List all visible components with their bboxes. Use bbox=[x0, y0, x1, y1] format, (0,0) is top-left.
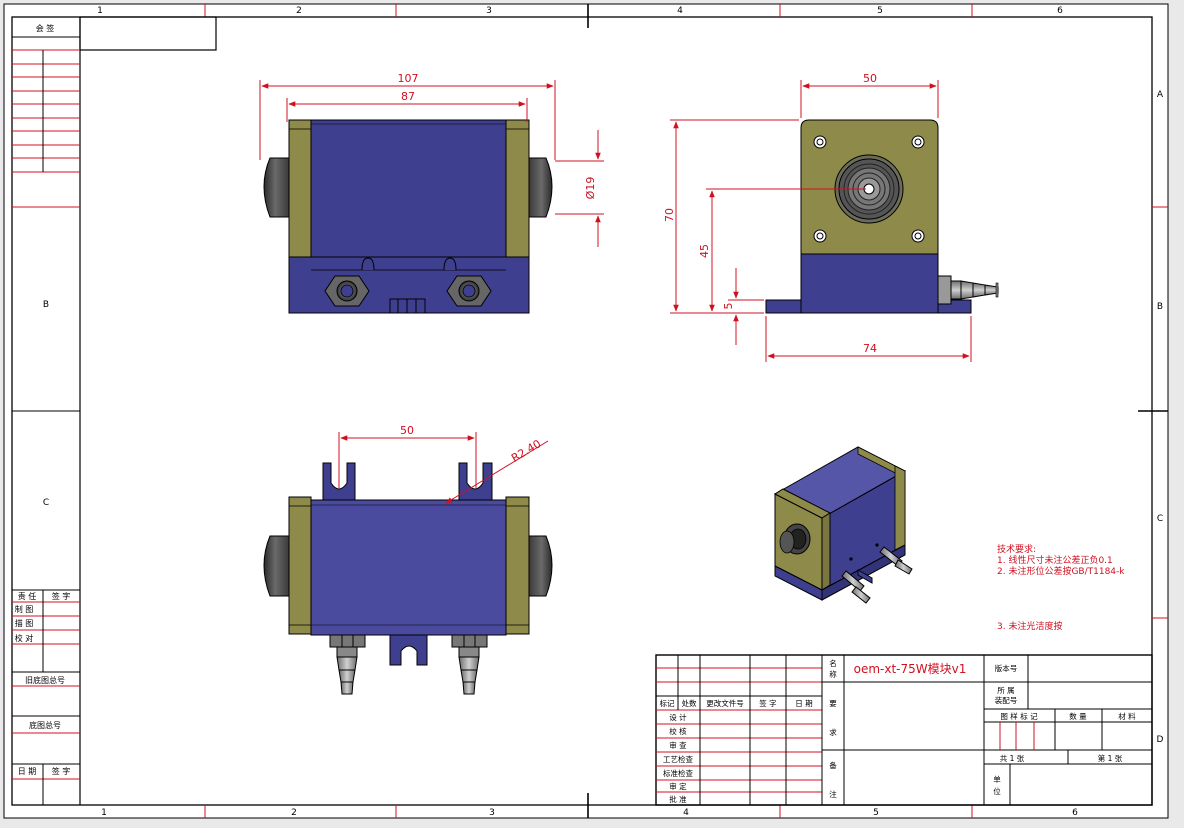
tech-requirements: 技术要求: 1. 线性尺寸未注公差正负0.1 2. 未注形位公差按GB/T118… bbox=[997, 543, 1125, 632]
tb-name-1: 名 bbox=[829, 658, 837, 668]
bottom-view bbox=[263, 462, 553, 695]
zone-bottom-3: 3 bbox=[489, 808, 495, 818]
label-old-base-no: 旧底图总号 bbox=[25, 675, 65, 685]
tb-review: 审 查 bbox=[669, 740, 687, 750]
tb-ratify: 批 准 bbox=[669, 794, 687, 804]
dim-bottom-spacing: 50 bbox=[400, 424, 414, 437]
zone-bottom-1: 1 bbox=[101, 808, 107, 818]
tb-mark: 标记 bbox=[660, 698, 675, 708]
tech-heading: 技术要求: bbox=[997, 543, 1036, 555]
iso-view bbox=[773, 446, 913, 604]
tb-date: 日 期 bbox=[795, 699, 812, 708]
label-countersign: 会 签 bbox=[36, 23, 55, 33]
dim-side-center: 45 bbox=[698, 244, 711, 258]
zone-top-2: 2 bbox=[296, 6, 302, 16]
label-base-no: 底图总号 bbox=[29, 720, 61, 730]
label-sign-2: 签 字 bbox=[52, 766, 71, 776]
tb-note-1: 备 bbox=[829, 760, 837, 770]
tb-change-doc: 更改文件号 bbox=[706, 698, 744, 708]
dim-side-length: 74 bbox=[863, 342, 877, 355]
tb-req-1: 要 bbox=[829, 699, 837, 708]
zone-bottom-5: 5 bbox=[873, 808, 879, 818]
zone-top-3: 3 bbox=[486, 6, 492, 16]
tb-count: 处数 bbox=[682, 698, 697, 708]
tb-name-2: 称 bbox=[829, 669, 837, 679]
zone-right-b: B bbox=[1157, 302, 1163, 312]
tb-sheet-no: 第 1 张 bbox=[1098, 753, 1123, 763]
zone-top-4: 4 bbox=[677, 6, 683, 16]
zone-left-c: C bbox=[43, 498, 49, 508]
zone-bottom-2: 2 bbox=[291, 808, 297, 818]
tb-quantity: 数 量 bbox=[1069, 711, 1087, 721]
dim-front-overall: 107 bbox=[398, 72, 419, 85]
front-view bbox=[263, 119, 553, 314]
tb-sign: 签 字 bbox=[759, 698, 776, 708]
zone-right-a: A bbox=[1157, 90, 1164, 100]
label-drawn: 制 图 bbox=[15, 604, 34, 614]
dim-side-base: 5 bbox=[722, 303, 735, 310]
zone-bottom-6: 6 bbox=[1072, 808, 1078, 818]
dim-front-diameter: Ø19 bbox=[584, 177, 597, 200]
zone-top-1: 1 bbox=[97, 6, 103, 16]
tech-item-2: 2. 未注形位公差按GB/T1184-k bbox=[997, 565, 1125, 577]
title-block: 名 称 版本号 所 属 装配号 标记 处数 更改文件号 签 字 日 期 设 计 … bbox=[655, 654, 1153, 806]
tb-req-2: 求 bbox=[829, 727, 837, 737]
dim-side-width: 50 bbox=[863, 72, 877, 85]
zone-right-c: C bbox=[1157, 514, 1163, 524]
zone-right-d: D bbox=[1157, 735, 1164, 745]
tb-assembly-2: 装配号 bbox=[995, 695, 1018, 705]
tb-version-label: 版本号 bbox=[995, 663, 1018, 673]
zone-top-5: 5 bbox=[877, 6, 883, 16]
tb-material: 材 料 bbox=[1118, 711, 1136, 721]
zone-top-6: 6 bbox=[1057, 6, 1063, 16]
label-sign: 签 字 bbox=[52, 591, 71, 601]
tb-unit-1: 单 bbox=[993, 774, 1001, 784]
tb-check: 校 核 bbox=[669, 726, 687, 736]
tb-drawing-mark: 图 样 标 记 bbox=[1000, 711, 1038, 721]
tb-unit-2: 位 bbox=[993, 786, 1001, 796]
label-responsibility: 责 任 bbox=[18, 591, 37, 601]
tb-assembly-1: 所 属 bbox=[997, 685, 1014, 695]
tb-process-check: 工艺检查 bbox=[663, 754, 693, 764]
tb-design: 设 计 bbox=[669, 712, 687, 722]
top-zone-ruler bbox=[204, 4, 1168, 818]
tb-note-2: 注 bbox=[829, 789, 837, 799]
dim-side-height: 70 bbox=[663, 208, 676, 222]
tb-total-sheets: 共 1 张 bbox=[1000, 754, 1025, 763]
tech-item-1: 1. 线性尺寸未注公差正负0.1 bbox=[997, 554, 1113, 566]
dim-front-body: 87 bbox=[401, 90, 415, 103]
zone-left-b: B bbox=[43, 300, 49, 310]
zone-bottom-4: 4 bbox=[683, 808, 689, 818]
label-traced: 描 图 bbox=[15, 618, 34, 628]
drawing-title: oem-xt-75W模块v1 bbox=[854, 662, 967, 676]
label-proofread: 校 对 bbox=[15, 633, 34, 643]
left-strip: 会 签 责 任 签 字 制 图 描 图 校 对 旧底图总号 底图总号 日 期 签… bbox=[12, 16, 217, 805]
label-date: 日 期 bbox=[18, 767, 37, 776]
tb-approve: 审 定 bbox=[669, 781, 687, 791]
tech-item-3: 3. 未注光洁度按 bbox=[997, 620, 1062, 632]
tb-std-check: 标准检查 bbox=[663, 768, 693, 778]
